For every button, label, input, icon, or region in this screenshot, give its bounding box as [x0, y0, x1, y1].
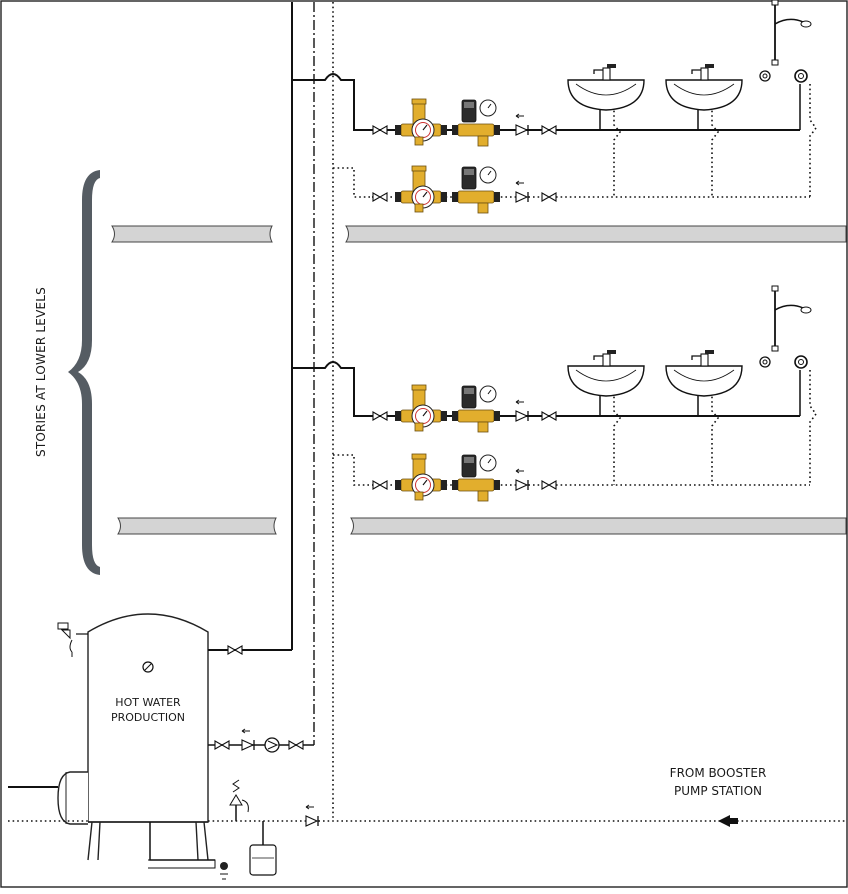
washbasin-icon: [665, 349, 743, 397]
check-valve-icon: [305, 804, 319, 827]
mixing-valve-icon: [451, 454, 501, 502]
tank-body: [87, 613, 209, 823]
lower-floor-group: [292, 285, 817, 502]
side-label: STORIES AT LOWER LEVELS: [34, 287, 48, 457]
check-valve-icon: [515, 468, 529, 491]
gate-valve-icon: [541, 411, 557, 421]
gate-valve-icon: [372, 125, 388, 135]
check-valve-icon: [241, 728, 255, 751]
check-valve-icon: [515, 180, 529, 203]
washbasin-icon: [567, 349, 645, 397]
gate-valve-icon: [372, 480, 388, 490]
gate-valve-icon: [288, 740, 304, 750]
safety-valve-icon: [57, 622, 88, 657]
mixing-valve-icon: [451, 99, 501, 147]
flow-arrow-icon: [718, 815, 730, 827]
upper-cold-branch: [333, 167, 372, 198]
gate-valve-icon: [541, 192, 557, 202]
washbasin-icon: [665, 63, 743, 111]
basin-3-cold-drop: [613, 392, 622, 485]
gate-valve-icon: [541, 480, 557, 490]
basin-1-cold-drop: [613, 106, 622, 197]
pressure-reducing-valve-icon: [394, 384, 448, 432]
source-label-line2: PUMP STATION: [674, 784, 762, 798]
tank-label-line2: PRODUCTION: [111, 711, 185, 724]
upper-hot-branch: [292, 73, 372, 131]
gate-valve-icon: [227, 645, 243, 655]
shower-icon: [759, 285, 812, 369]
mixing-valve-icon: [451, 166, 501, 214]
hot-water-tank: HOT WATER PRODUCTION: [8, 613, 228, 880]
gate-valve-icon: [214, 740, 230, 750]
shower-icon: [759, 0, 812, 83]
mixing-valve-icon: [451, 385, 501, 433]
basin-4-cold-drop: [711, 392, 720, 485]
pressure-reducing-valve-icon: [394, 98, 448, 146]
floor-slab-left-lower: [117, 517, 277, 535]
stories-brace: [68, 170, 100, 575]
drain-valve-icon: [220, 862, 228, 870]
gate-valve-icon: [372, 411, 388, 421]
tank-label-line1: HOT WATER: [115, 696, 181, 709]
gate-valve-icon: [541, 125, 557, 135]
shower-2-cold-drop: [809, 370, 817, 485]
pressure-reducing-valve-icon: [394, 453, 448, 501]
lower-cold-branch: [333, 454, 372, 486]
floor-slab-lower: [350, 517, 847, 535]
lower-hot-branch: [292, 361, 372, 417]
expansion-tank-icon: [249, 821, 277, 876]
check-valve-icon: [515, 399, 529, 422]
gate-valve-icon: [372, 192, 388, 202]
source-label-line1: FROM BOOSTER: [670, 766, 767, 780]
basin-2-cold-drop: [711, 106, 720, 197]
upper-floor-group: [292, 0, 817, 214]
circulation-pump-icon: [264, 737, 280, 753]
pressure-reducing-valve-icon: [394, 165, 448, 213]
floor-slab-upper: [345, 225, 847, 243]
floor-slab-left-upper: [111, 225, 273, 243]
washbasin-icon: [567, 63, 645, 111]
safety-group-icon: [229, 779, 249, 821]
check-valve-icon: [515, 113, 529, 136]
shower-cold-drop: [809, 84, 817, 197]
